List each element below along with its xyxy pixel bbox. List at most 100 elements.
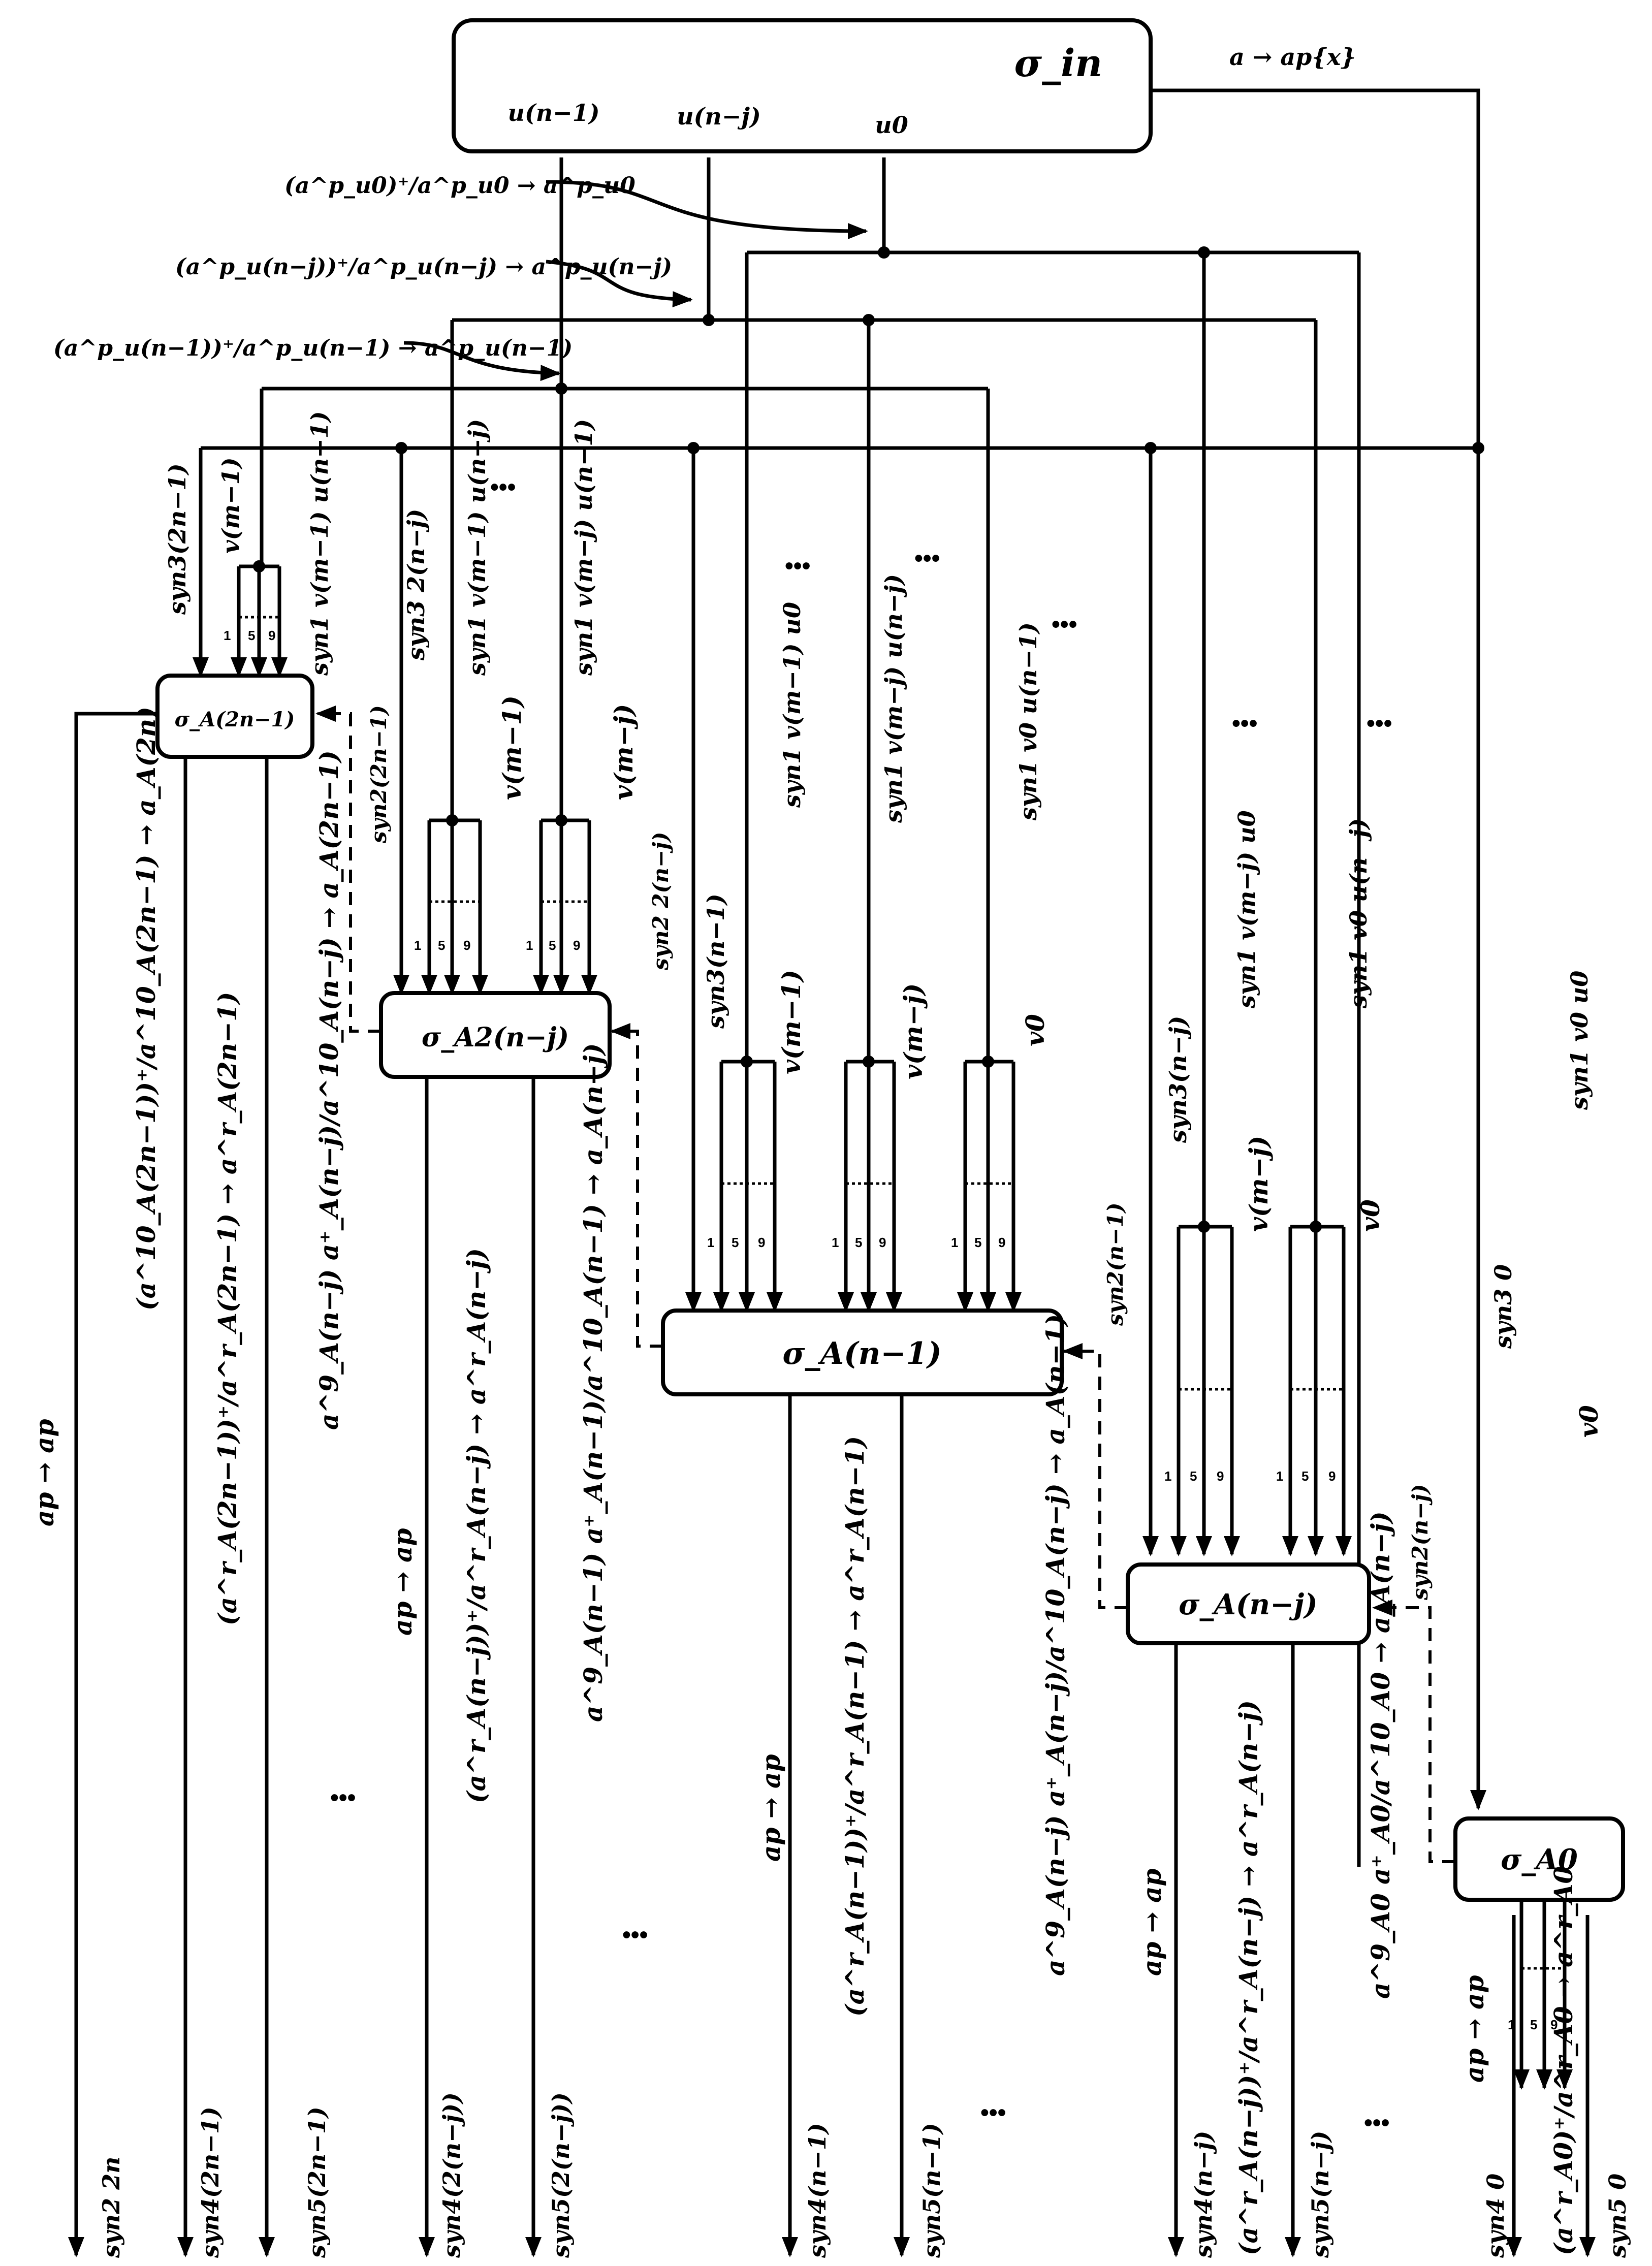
svg-text:syn4(2(n−j)): syn4(2(n−j)) [438, 2092, 465, 2258]
svg-text:σ_A0: σ_A0 [1501, 1843, 1578, 1876]
svg-text:syn3 2(n−j): syn3 2(n−j) [402, 509, 430, 661]
rule-a0-fire: a^9_A0 a⁺_A0/a^10_A0 → a_A(n−j) [1365, 1511, 1395, 1999]
svg-text:v(m−1): v(m−1) [776, 970, 806, 1074]
svg-text:syn1 v(m−j) u(n−j): syn1 v(m−j) u(n−j) [880, 574, 907, 823]
svg-text:syn5 0: syn5 0 [1604, 2174, 1631, 2258]
rule-anj-fire: a^9_A(n−j) a⁺_A(n−j)/a^10_A(n−j) → a_A(n… [1040, 1314, 1070, 1976]
svg-text:syn5(2n−1): syn5(2n−1) [303, 2107, 331, 2258]
svg-text:•••: ••• [330, 1784, 356, 1811]
rule-a2nj-fire: a^9_A(n−j) a⁺_A(n−j)/a^10_A(n−j) → a_A(2… [314, 750, 344, 1430]
rule-a2nj-forget: (a^r_A(n−j))⁺/a^r_A(n−j) → a^r_A(n−j) [461, 1248, 491, 1803]
synapse-labels: syn3(2n−1) v(m−1) syn1 v(m−1) u(n−1) syn… [98, 411, 1631, 2258]
svg-text:syn4(n−j): syn4(n−j) [1190, 2131, 1217, 2258]
svg-text:v0: v0 [1020, 1014, 1050, 1046]
svg-text:1: 1 [832, 1235, 839, 1250]
svg-text:syn3 0: syn3 0 [1489, 1264, 1517, 1349]
svg-text:9: 9 [879, 1235, 886, 1250]
svg-text:v(m−j): v(m−j) [1244, 1136, 1274, 1232]
rules: a → ap{x} (a^p_u0)⁺/a^p_u0 → a^p_u0 (a^p… [29, 43, 1578, 2255]
rule-a0-forget: (a^r_A0)⁺/a^r_A0 → a^r_A0 [1548, 1866, 1578, 2255]
svg-text:v(m−1): v(m−1) [497, 695, 527, 800]
svg-text:syn4(n−1): syn4(n−1) [804, 2123, 831, 2258]
svg-text:syn5(2(n−j)): syn5(2(n−j)) [547, 2092, 575, 2258]
svg-text:1: 1 [224, 628, 231, 643]
svg-text:1: 1 [707, 1235, 714, 1250]
svg-text:•••: ••• [785, 553, 810, 580]
svg-text:5: 5 [1190, 1469, 1197, 1484]
svg-text:syn1 v0 u(n−1): syn1 v0 u(n−1) [1014, 622, 1042, 821]
ellipses: ••• ••• ••• ••• ••• ••• ••• ••• ••• ••• [330, 474, 1392, 2136]
svg-text:9: 9 [1217, 1469, 1224, 1484]
neuron-sigma-an1: σ_A(n−1) [661, 1308, 1064, 1396]
rule-a2n1-forget: (a^r_A(2n−1))⁺/a^r_A(2n−1) → a^r_A(2n−1) [212, 992, 242, 1625]
svg-text:•••: ••• [980, 2099, 1006, 2126]
svg-text:•••: ••• [622, 1922, 648, 1949]
rule-anj-pass: ap → ap [1137, 1869, 1167, 1976]
svg-text:syn2(2n−1): syn2(2n−1) [366, 705, 391, 844]
svg-text:syn1 v(m−j) u(n−1): syn1 v(m−j) u(n−1) [570, 419, 597, 676]
svg-text:9: 9 [573, 938, 580, 953]
svg-text:syn2(n−1): syn2(n−1) [1103, 1202, 1128, 1326]
rule-in-u0: (a^p_u0)⁺/a^p_u0 → a^p_u0 [284, 173, 636, 199]
svg-text:9: 9 [998, 1235, 1005, 1250]
svg-text:5: 5 [855, 1235, 862, 1250]
svg-text:9: 9 [758, 1235, 765, 1250]
svg-text:•••: ••• [1367, 710, 1392, 737]
rule-in-main: a → ap{x} [1229, 43, 1356, 71]
rule-in-un1: (a^p_u(n−1))⁺/a^p_u(n−1) → a^p_u(n−1) [53, 335, 573, 361]
svg-text:•••: ••• [914, 545, 940, 572]
svg-text:5: 5 [974, 1235, 981, 1250]
svg-text:1: 1 [1164, 1469, 1171, 1484]
u-0-label: u0 [875, 111, 908, 139]
svg-text:1: 1 [526, 938, 533, 953]
neuron-sigma-a0: σ_A0 [1453, 1816, 1625, 1902]
wires [68, 88, 1596, 2257]
svg-text:syn2 2(n−j): syn2 2(n−j) [648, 832, 673, 971]
svg-text:syn1 v(m−1) u(n−1): syn1 v(m−1) u(n−1) [306, 411, 333, 676]
svg-text:1: 1 [414, 938, 421, 953]
svg-text:syn3(2n−1): syn3(2n−1) [164, 463, 191, 615]
rule-anj-forget: (a^r_A(n−j))⁺/a^r_A(n−j) → a^r_A(n−j) [1233, 1700, 1263, 2255]
svg-text:9: 9 [1328, 1469, 1336, 1484]
svg-text:syn2 2n: syn2 2n [98, 2156, 125, 2258]
svg-text:1: 1 [1276, 1469, 1283, 1484]
svg-text:syn1 v0 u0: syn1 v0 u0 [1566, 971, 1593, 1110]
svg-text:5: 5 [549, 938, 556, 953]
svg-text:syn3(n−j): syn3(n−j) [1164, 1016, 1192, 1143]
svg-text:syn1 v(m−j) u0: syn1 v(m−j) u0 [1233, 810, 1260, 1009]
svg-text:9: 9 [463, 938, 470, 953]
svg-text:syn5(n−j): syn5(n−j) [1307, 2131, 1334, 2258]
neuron-sigma-a2n1: σ_A(2n−1) [155, 674, 314, 759]
rule-in-unj: (a^p_u(n−j))⁺/a^p_u(n−j) → a^p_u(n−j) [175, 254, 672, 280]
svg-text:•••: ••• [1052, 611, 1077, 638]
svg-text:syn4 0: syn4 0 [1482, 2174, 1509, 2258]
svg-text:9: 9 [1550, 2017, 1558, 2032]
svg-text:v0: v0 [1355, 1199, 1385, 1232]
u-n1-label: u(n−1) [508, 99, 600, 126]
svg-text:v(m−1): v(m−1) [217, 458, 244, 554]
svg-text:σ_A2(n−j): σ_A2(n−j) [422, 1022, 569, 1053]
rule-a0-pass: ap → ap [1459, 1975, 1489, 2083]
svg-text:1: 1 [951, 1235, 958, 1250]
svg-text:5: 5 [732, 1235, 739, 1250]
svg-text:v(m−j): v(m−j) [898, 983, 928, 1079]
neuron-sigma-in: σ_in u(n−1) u(n−j) u0 [452, 18, 1153, 153]
svg-text:syn1 v(m−1) u(n−j): syn1 v(m−1) u(n−j) [463, 419, 491, 676]
svg-text:5: 5 [248, 628, 255, 643]
svg-text:v0: v0 [1574, 1405, 1604, 1438]
svg-text:v(m−j): v(m−j) [609, 704, 639, 800]
svg-text:•••: ••• [490, 474, 516, 501]
rule-an1-forget: (a^r_A(n−1))⁺/a^r_A(n−1) → a^r_A(n−1) [840, 1436, 870, 2017]
neuron-sigma-anj: σ_A(n−j) [1126, 1562, 1371, 1645]
svg-text:9: 9 [268, 628, 275, 643]
svg-text:syn4(2n−1): syn4(2n−1) [197, 2107, 224, 2258]
svg-text:5: 5 [1530, 2017, 1537, 2032]
svg-text:σ_A(2n−1): σ_A(2n−1) [175, 708, 295, 731]
rule-top-pass: ap → ap [29, 1419, 59, 1526]
rule-an1-fire: a^9_A(n−1) a⁺_A(n−1)/a^10_A(n−1) → a_A(n… [578, 1043, 608, 1722]
svg-text:σ_A(n−1): σ_A(n−1) [782, 1336, 941, 1371]
svg-text:•••: ••• [1364, 2110, 1389, 2136]
svg-text:σ_A(n−j): σ_A(n−j) [1179, 1588, 1318, 1621]
